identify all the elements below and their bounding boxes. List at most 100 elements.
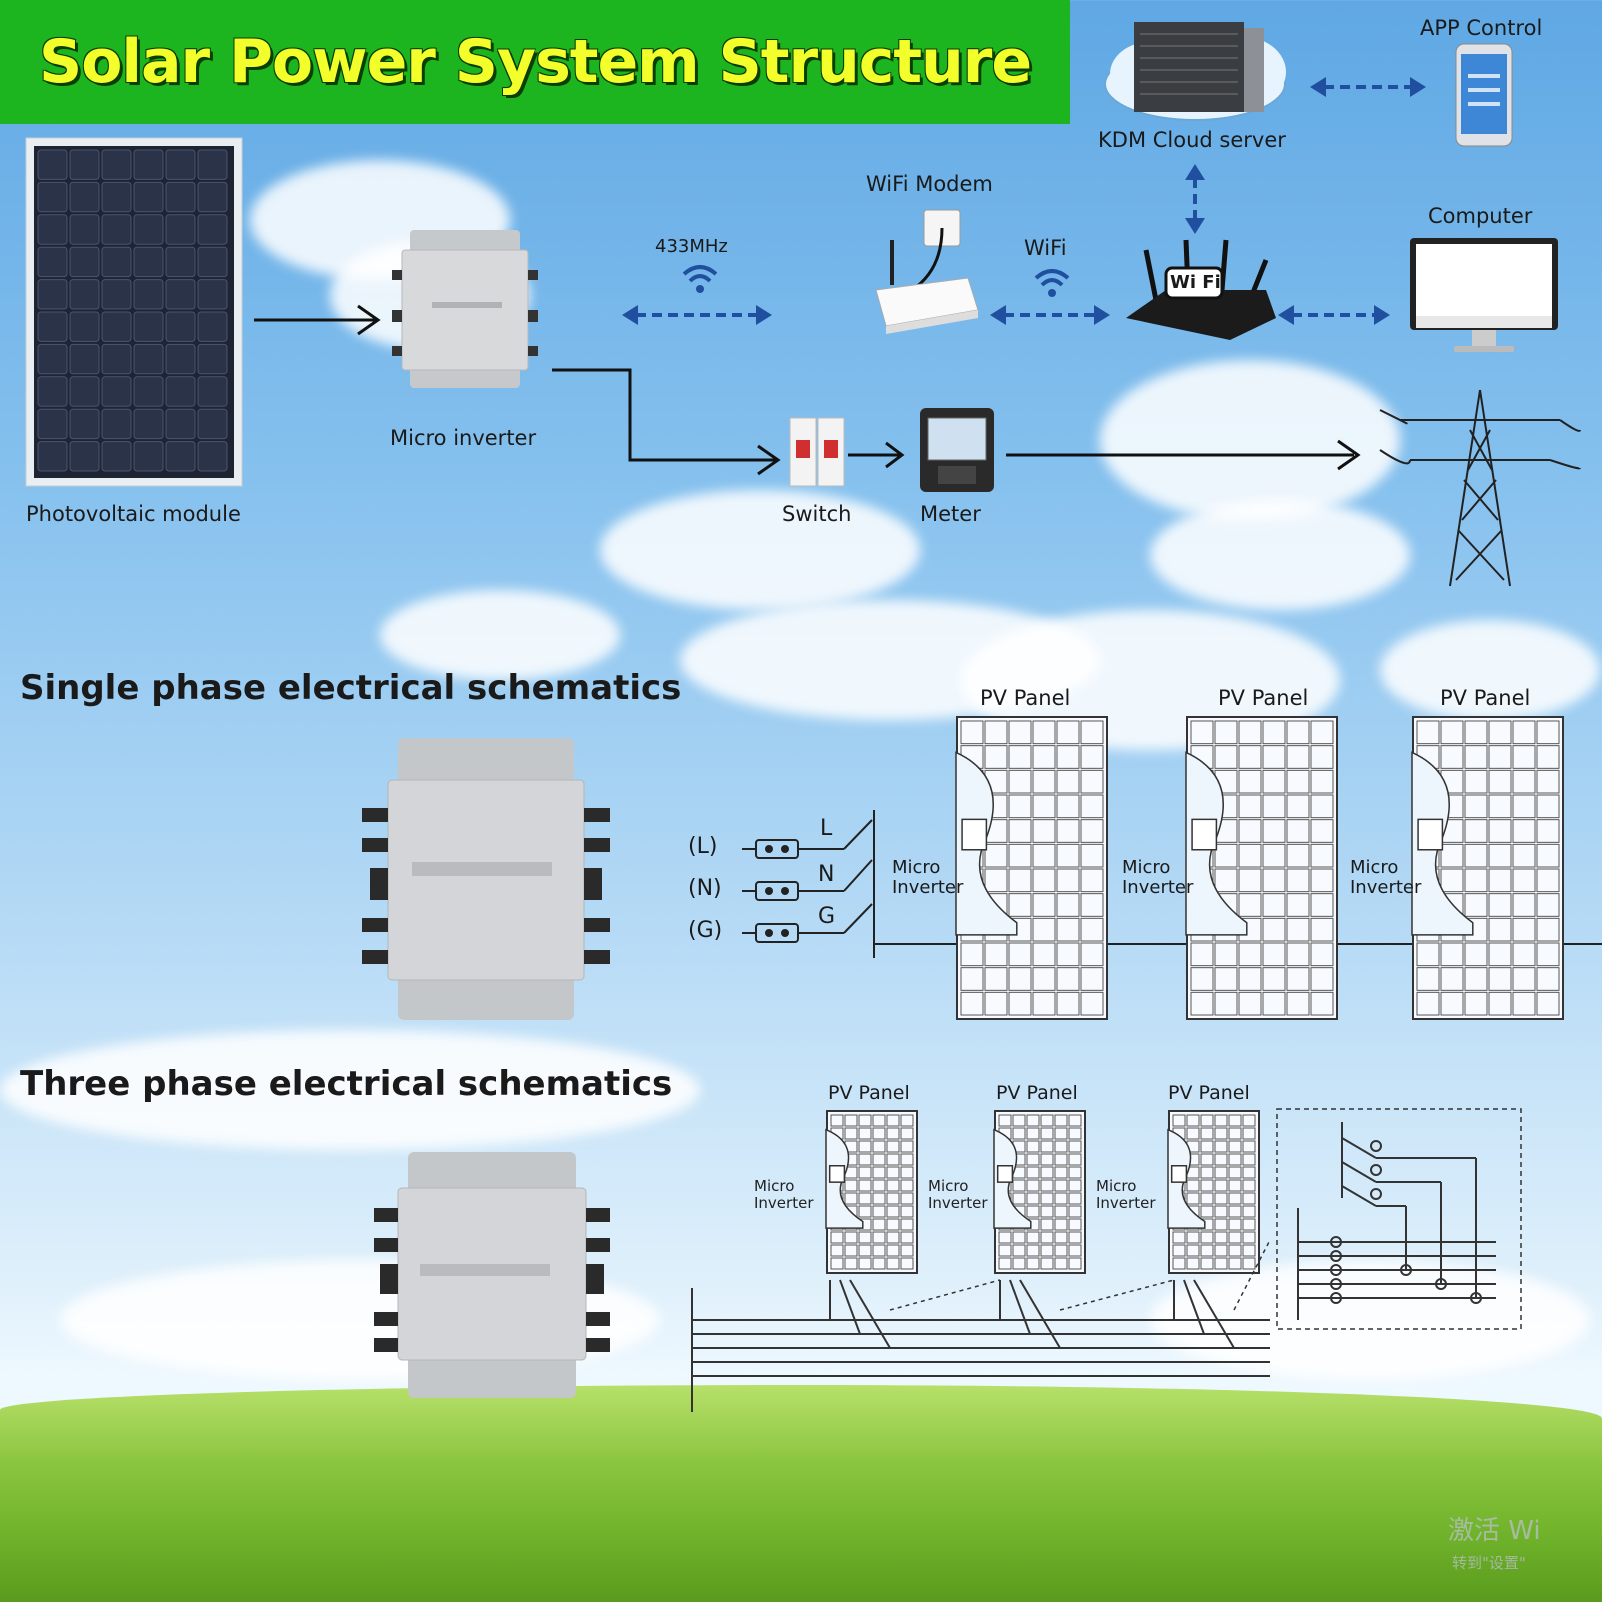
pv-cell xyxy=(1056,917,1080,942)
pv-cell xyxy=(101,441,132,472)
pv-cell xyxy=(1464,819,1488,843)
pv-cell xyxy=(1242,1179,1256,1192)
pv-cell xyxy=(1238,868,1262,893)
pv-cell xyxy=(844,1179,858,1192)
pv-cell xyxy=(1310,843,1334,868)
pv-cell xyxy=(858,1179,872,1192)
pv-cell xyxy=(1512,893,1536,917)
pv-cell xyxy=(197,214,228,245)
pv-cell xyxy=(900,1257,914,1270)
cloud xyxy=(380,590,620,680)
pv-cell xyxy=(872,1127,886,1140)
pv-cell xyxy=(1464,893,1488,917)
pv-cell xyxy=(1228,1218,1242,1231)
single-phase-panel-1 xyxy=(955,716,1108,1020)
pv-cell xyxy=(1228,1114,1242,1127)
pv-cell xyxy=(1032,769,1056,794)
pv-cell xyxy=(1214,1205,1228,1218)
pv-cell xyxy=(1238,893,1262,917)
pv-cell xyxy=(1464,967,1488,991)
pv-cell xyxy=(1286,745,1310,769)
pv-cell xyxy=(133,343,164,375)
micro-inverter-box xyxy=(828,1165,846,1183)
pv-cell xyxy=(37,311,68,342)
pv-cell xyxy=(165,246,196,278)
pv-cell xyxy=(1416,991,1440,1016)
pv-cell xyxy=(872,1205,886,1218)
micro-inverter-box xyxy=(996,1165,1014,1183)
pv-cell xyxy=(1262,967,1286,991)
pv-cell xyxy=(1310,967,1334,991)
pv-cell xyxy=(197,311,228,342)
three-phase-panel-1 xyxy=(825,1110,918,1274)
pv-cell xyxy=(900,1153,914,1166)
pv-cell xyxy=(69,441,100,472)
arrow-modem-to-router xyxy=(990,305,1110,325)
pv-cell xyxy=(830,1114,844,1127)
three-phase-inverter-3-label: Micro Inverter xyxy=(1096,1177,1156,1212)
pv-cell xyxy=(1262,942,1286,967)
pv-cell xyxy=(1008,794,1032,819)
pv-cell xyxy=(1242,1218,1256,1231)
pv-cell xyxy=(1536,794,1560,819)
pv-cell xyxy=(1238,794,1262,819)
pv-cell xyxy=(1262,720,1286,745)
pv-cell xyxy=(37,214,68,245)
pv-cell xyxy=(1488,991,1512,1016)
pv-cell xyxy=(984,843,1008,868)
pv-cell xyxy=(886,1127,900,1140)
pv-cell xyxy=(1286,893,1310,917)
pv-cell xyxy=(1054,1192,1068,1205)
pv-cell xyxy=(1238,819,1262,843)
computer-label: Computer xyxy=(1428,204,1533,228)
title-banner: Solar Power System Structure xyxy=(0,0,1070,124)
pv-cell xyxy=(900,1166,914,1179)
three-phase-micro-inverter-image xyxy=(374,1152,610,1398)
pv-cell xyxy=(133,181,164,213)
pv-cell xyxy=(1310,745,1334,769)
three-phase-panel-2-label: PV Panel xyxy=(996,1082,1078,1104)
pv-cell xyxy=(1200,1153,1214,1166)
pv-cell xyxy=(1536,917,1560,942)
pv-cell xyxy=(1040,1127,1054,1140)
pv-cell xyxy=(1040,1179,1054,1192)
pv-cell xyxy=(133,376,164,407)
pv-cell xyxy=(900,1205,914,1218)
pv-cell xyxy=(960,967,984,991)
ac-output-line xyxy=(552,368,781,476)
wifi-label: WiFi xyxy=(1024,236,1067,260)
micro-inverter-box xyxy=(1191,818,1218,851)
pv-cell xyxy=(858,1114,872,1127)
pv-cell xyxy=(1536,745,1560,769)
pv-cell xyxy=(1228,1153,1242,1166)
pv-cell xyxy=(1068,1231,1082,1244)
pv-cell xyxy=(1464,720,1488,745)
pv-cell xyxy=(1440,942,1464,967)
pv-cell xyxy=(101,311,132,342)
pv-cell xyxy=(1214,942,1238,967)
arrow-cloud-to-router xyxy=(1185,164,1205,234)
pv-cell xyxy=(1026,1205,1040,1218)
pv-cell xyxy=(69,279,100,310)
pv-cell xyxy=(1488,720,1512,745)
watermark-line-1: 激活 Wi xyxy=(1448,1516,1541,1546)
pv-cell xyxy=(165,181,196,213)
pv-cell xyxy=(1512,794,1536,819)
pv-cell xyxy=(1054,1140,1068,1153)
watermark-line-2: 转到"设置" xyxy=(1452,1554,1526,1572)
pv-panel-drawing xyxy=(1411,716,1564,1020)
pv-cell xyxy=(197,279,228,310)
pv-cell xyxy=(1464,843,1488,868)
pv-cell xyxy=(872,1218,886,1231)
pv-cell xyxy=(1026,1179,1040,1192)
pv-cell xyxy=(1238,967,1262,991)
pv-cell xyxy=(101,343,132,375)
single-phase-panel-3 xyxy=(1411,716,1564,1020)
pv-cell xyxy=(1242,1114,1256,1127)
pv-cell xyxy=(1214,1218,1228,1231)
page-title: Solar Power System Structure xyxy=(38,27,1032,97)
pv-cell xyxy=(1238,843,1262,868)
pv-cell xyxy=(1242,1192,1256,1205)
pv-cell xyxy=(1056,794,1080,819)
router-badge: Wi Fi xyxy=(1170,272,1221,293)
